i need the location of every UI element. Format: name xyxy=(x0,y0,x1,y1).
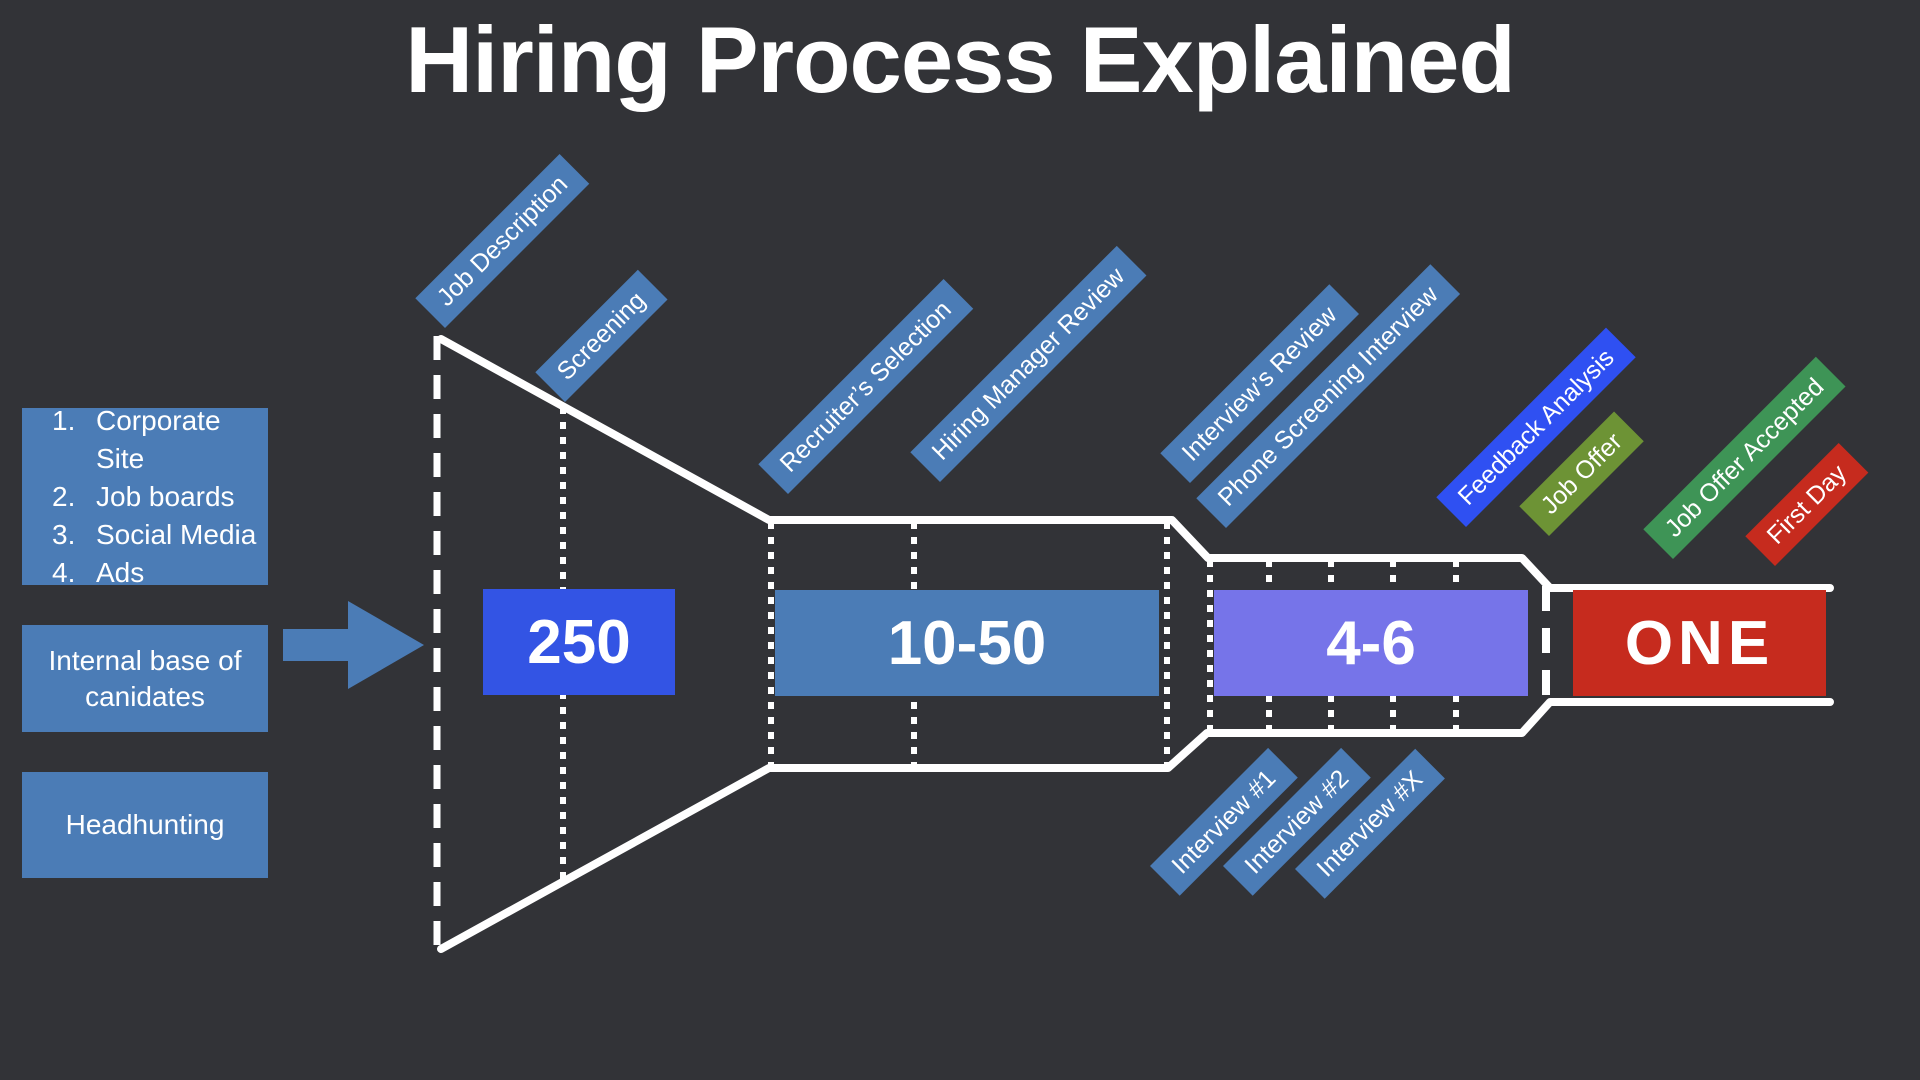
stage-count-box: 250 xyxy=(483,589,675,695)
stage-count-box: ONE xyxy=(1573,590,1826,696)
candidate-channel-item: Social Media xyxy=(96,518,257,550)
internal-base-label: Internal base of canidates xyxy=(48,644,242,712)
page-title: Hiring Process Explained xyxy=(405,7,1516,112)
internal-base-box: Internal base of canidates xyxy=(22,625,268,732)
stage-count-box: 10-50 xyxy=(775,590,1159,696)
stage-count-box: 4-6 xyxy=(1214,590,1528,696)
headhunting-label: Headhunting xyxy=(65,809,225,840)
candidate-channel-item: Ads xyxy=(96,556,145,588)
candidate-channel-item: Corporate Site xyxy=(96,404,221,474)
funnel-solid-outline xyxy=(437,335,1834,953)
candidate-channel-item: Job boards xyxy=(96,480,235,512)
headhunting-box: Headhunting xyxy=(22,772,268,878)
